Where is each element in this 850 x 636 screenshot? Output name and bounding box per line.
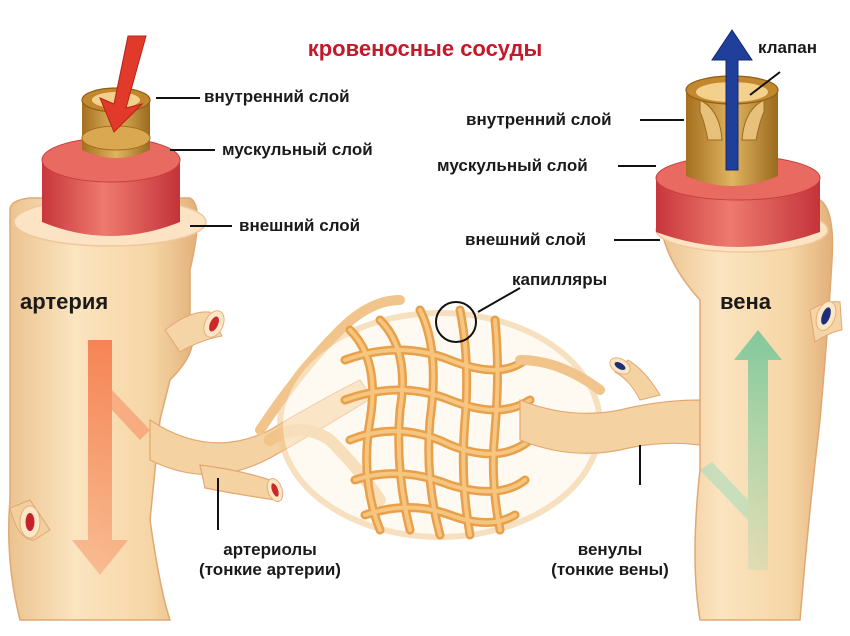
vein [655,29,843,621]
vein-valve [699,99,723,141]
leader-lines [156,71,781,530]
artery-flow-arrow [72,340,128,575]
vein-flow-arrow [734,330,782,570]
arterioles-label-line2: (тонкие артерии) [199,560,341,579]
vein-inner-layer-label: внутренний слой [466,110,612,129]
artery-inner-layer-label: внутренний слой [204,87,350,106]
artery-inflow-arrow [99,35,147,133]
artery [8,35,225,621]
valve-label: клапан [758,38,817,57]
vein-muscle-layer-label: мускульный слой [437,156,588,175]
venules-label: венулы (тонкие вены) [510,540,710,580]
venules-label-line2: (тонкие вены) [551,560,669,579]
artery-muscle-layer-label: мускульный слой [222,140,373,159]
arterioles-label-line1: артериолы [223,540,317,559]
vein-outer-layer-label: внешний слой [465,230,587,249]
artery-outer-layer-label: внешний слой [239,216,361,235]
vein-trunk [658,199,834,621]
capillary-network [277,301,603,540]
arterioles-label: артериолы (тонкие артерии) [170,540,370,580]
capillary-highlight-circle [435,301,477,343]
venules [515,355,701,454]
vein-outflow-arrow [711,29,753,171]
artery-label: артерия [20,289,109,314]
capillaries-label: капилляры [512,270,608,289]
vein-label: вена [720,289,771,314]
venules-label-line1: венулы [577,540,643,559]
diagram-title: кровеносные сосуды [307,36,543,61]
